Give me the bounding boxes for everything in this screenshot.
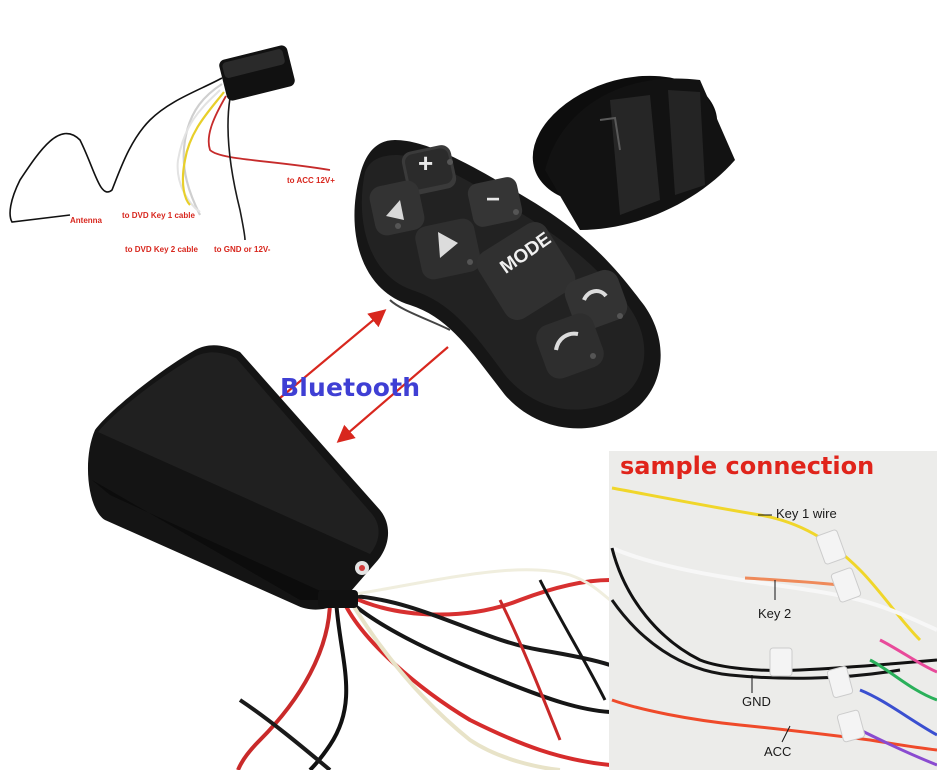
minus-button-shape: [467, 177, 523, 227]
label-gnd: to GND or 12V-: [214, 245, 271, 254]
mode-button-shape: [476, 222, 576, 320]
label-antenna: Antenna: [70, 216, 102, 225]
sample-connection-title: sample connection: [620, 452, 875, 480]
label-acc: to ACC 12V+: [287, 176, 335, 185]
small-module-icon: [219, 45, 295, 101]
minus-button-label: −: [486, 186, 501, 213]
sample-label-key2: Key 2: [758, 606, 792, 621]
clamp-mount: [532, 75, 735, 230]
receiver-box: [87, 345, 611, 770]
sample-connection-photo: [609, 451, 937, 770]
sample-label-acc: ACC: [764, 744, 792, 759]
plus-button-label: +: [418, 148, 434, 178]
sample-label-gnd: GND: [742, 694, 771, 709]
cable-bundle: [236, 568, 611, 770]
label-dvd-key2: to DVD Key 2 cable: [125, 245, 198, 254]
wiring-diagram: [9, 45, 331, 241]
end-call-button-shape: [536, 313, 604, 379]
steering-remote: [354, 75, 735, 429]
sample-wires: [609, 451, 937, 770]
bluetooth-arrows: [279, 309, 449, 443]
bluetooth-label: Bluetooth: [280, 373, 421, 402]
play-left-button-shape: [369, 180, 425, 236]
plus-button-shape: [401, 145, 457, 195]
sample-label-key1: Key 1 wire: [776, 506, 837, 521]
play-right-button-shape: [415, 218, 481, 280]
label-dvd-key1: to DVD Key 1 cable: [122, 211, 195, 220]
